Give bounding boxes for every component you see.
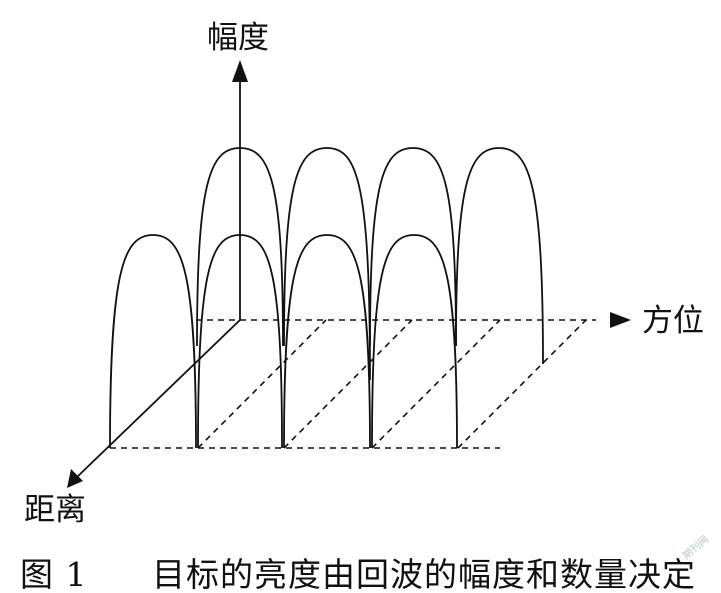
azimuth-arrow-icon <box>610 312 631 328</box>
range-axis <box>75 319 241 479</box>
azimuth-label: 方位 <box>642 303 704 339</box>
front-echo-4 <box>371 234 458 449</box>
back-echo-4 <box>455 147 544 365</box>
front-echo-1 <box>109 234 197 449</box>
front-row-echoes <box>109 234 458 449</box>
front-echo-3 <box>283 234 371 449</box>
back-row-echoes <box>196 147 544 381</box>
range-label: 距离 <box>24 492 86 528</box>
grid-diagonal-1 <box>197 319 327 449</box>
ground-grid <box>110 319 596 449</box>
grid-diagonal-3 <box>371 319 501 449</box>
figure-caption-text: 目标的亮度由回波的幅度和数量决定 <box>152 555 696 593</box>
grid-diagonal-4 <box>457 319 587 449</box>
range-arrow-icon <box>67 469 83 488</box>
back-echo-2 <box>283 147 371 381</box>
amplitude-label: 幅度 <box>207 20 269 56</box>
amplitude-arrow-icon <box>232 60 248 82</box>
back-echo-1 <box>196 147 284 347</box>
figure-caption-number: 图 1 <box>20 555 88 593</box>
back-echo-3 <box>369 147 457 347</box>
front-echo-2 <box>197 234 283 449</box>
grid-diagonal-2 <box>283 319 413 449</box>
